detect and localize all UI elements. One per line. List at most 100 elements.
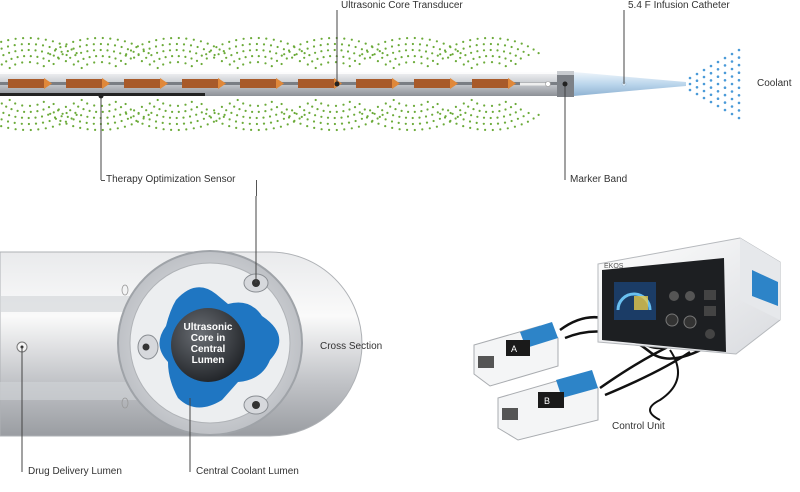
wave-dot — [328, 128, 331, 131]
catheter-tube — [0, 72, 560, 96]
wave-dot — [347, 121, 351, 124]
spray-dot — [716, 82, 720, 86]
wave-dot — [485, 110, 488, 113]
wave-dot — [142, 117, 145, 120]
wave-dot — [285, 57, 288, 60]
wave-dot — [506, 127, 509, 130]
wave-dot — [270, 57, 273, 60]
wave-dot — [411, 42, 414, 46]
wave-dot — [376, 117, 379, 120]
wave-dot — [421, 37, 424, 40]
wave-dot — [112, 50, 116, 53]
wave-dot — [75, 52, 78, 55]
wave-dot — [320, 63, 323, 66]
wave-dot — [27, 42, 30, 46]
wave-dot — [285, 108, 288, 111]
wave-dot — [129, 116, 133, 119]
wave-dot — [140, 60, 143, 63]
wave-dot — [225, 56, 228, 59]
wave-dot — [79, 39, 82, 42]
wave-dot — [101, 128, 104, 132]
wave-dot — [424, 50, 428, 53]
wave-dot — [306, 40, 309, 44]
spray-dot — [723, 79, 727, 82]
wave-dot — [514, 62, 517, 66]
wave-dot — [29, 55, 32, 58]
wave-dot — [52, 111, 55, 114]
transducer-element — [124, 79, 160, 88]
wave-dot — [213, 111, 216, 115]
wave-dot — [363, 57, 366, 60]
wave-dot — [20, 122, 23, 125]
wave-dot — [184, 62, 187, 65]
spray-dot — [702, 89, 706, 93]
spray-dot — [716, 75, 720, 78]
wave-dot — [282, 48, 285, 51]
wave-dot — [189, 121, 193, 124]
ultrasound-wave-icon — [0, 36, 540, 132]
wave-dot — [59, 46, 62, 49]
wave-dot — [303, 52, 306, 55]
wave-dot — [36, 55, 39, 59]
wave-dot — [7, 126, 10, 129]
wave-dot — [168, 43, 171, 46]
wave-dot — [162, 128, 165, 131]
wave-dot — [171, 110, 174, 113]
wave-dot — [220, 105, 223, 108]
spray-dot — [709, 100, 713, 104]
wave-dot — [135, 119, 138, 122]
wave-dot — [228, 118, 231, 121]
wave-dot — [114, 100, 117, 103]
wave-dot — [72, 47, 75, 50]
control-unit: EKOS A B — [473, 237, 781, 441]
wave-dot — [404, 43, 407, 46]
wave-dot — [95, 110, 98, 113]
wave-dot — [74, 54, 77, 57]
wave-dot — [306, 63, 309, 66]
wave-dot — [482, 49, 486, 52]
wave-dot — [228, 47, 231, 50]
wave-dot — [86, 115, 89, 118]
wave-dot — [147, 52, 150, 55]
wave-dot — [358, 62, 361, 66]
wave-dot — [88, 56, 91, 59]
wave-dot — [176, 104, 180, 107]
wave-dot — [293, 46, 296, 49]
wave-dot — [14, 128, 17, 131]
core-label-line: Core in — [190, 333, 226, 344]
spray-dot — [737, 109, 741, 112]
wave-dot — [251, 55, 254, 58]
transducer-element — [8, 79, 44, 88]
core-label-line: Central — [190, 344, 226, 355]
wave-dot — [69, 56, 72, 59]
wave-dot — [420, 103, 423, 106]
wave-dot — [113, 121, 117, 124]
wave-dot — [503, 44, 507, 47]
wave-dot — [295, 53, 298, 56]
spray-dot — [702, 96, 706, 100]
wave-dot — [72, 125, 75, 128]
core-label: Ultrasonic Core in Central Lumen — [170, 322, 246, 366]
wave-dot — [343, 128, 346, 131]
wave-dot — [184, 103, 187, 106]
wave-dot — [462, 102, 465, 105]
wave-dot — [199, 125, 202, 128]
wave-dot — [129, 57, 132, 60]
label-therapy-optimization-sensor: Therapy Optimization Sensor — [106, 174, 236, 185]
wave-dot — [265, 37, 268, 40]
wave-dot — [389, 60, 392, 63]
wave-dot — [520, 123, 523, 126]
wave-dot — [499, 37, 502, 40]
wave-dot — [328, 37, 331, 40]
wave-dot — [182, 122, 186, 125]
wave-dot — [293, 111, 296, 115]
wave-dot — [10, 57, 13, 61]
transducer-arrow — [44, 78, 52, 89]
wave-dot — [40, 115, 44, 118]
wave-dot — [346, 50, 350, 53]
wave-dot — [14, 102, 17, 105]
wave-dot — [504, 65, 507, 68]
wave-dot — [418, 49, 421, 52]
wave-dot — [280, 62, 283, 66]
wave-dot — [74, 111, 77, 114]
